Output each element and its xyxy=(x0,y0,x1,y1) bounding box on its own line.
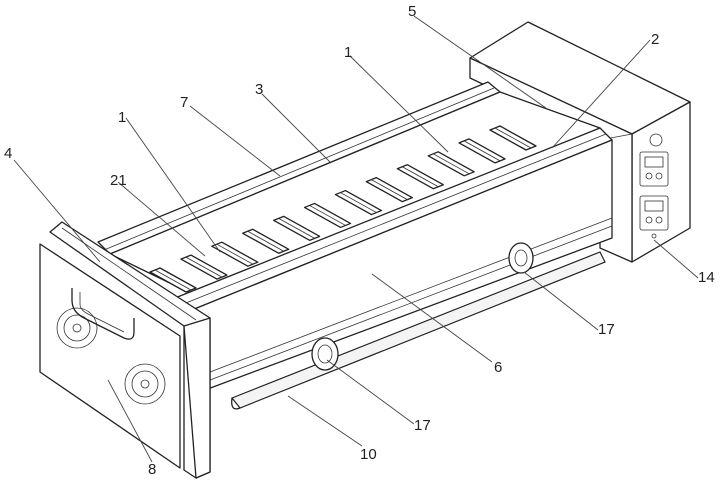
control-box xyxy=(469,21,691,263)
handle-icon xyxy=(71,288,135,340)
fan-panel xyxy=(39,243,181,469)
callout-8: 8 xyxy=(148,461,156,478)
roller xyxy=(180,254,228,280)
roller xyxy=(334,189,383,216)
side-knob-right xyxy=(508,242,534,274)
callout-6: 6 xyxy=(494,359,502,376)
roller xyxy=(211,241,259,267)
roller xyxy=(272,215,321,242)
callout-1-lower: 1 xyxy=(118,109,126,126)
roller xyxy=(489,125,537,151)
callout-17-left: 17 xyxy=(414,417,431,434)
roller xyxy=(242,228,290,254)
callout-7: 7 xyxy=(180,94,188,111)
roller xyxy=(365,176,414,203)
display-panel-lower xyxy=(639,195,669,231)
callout-3: 3 xyxy=(255,81,263,98)
callout-14: 14 xyxy=(698,269,715,286)
roller xyxy=(427,151,475,177)
fan-icon xyxy=(124,363,166,405)
callout-1-upper: 1 xyxy=(344,44,352,61)
callout-2: 2 xyxy=(651,31,659,48)
roller xyxy=(458,138,506,164)
roller xyxy=(149,267,197,293)
callout-4: 4 xyxy=(4,145,12,162)
callout-10: 10 xyxy=(360,446,377,463)
callout-21: 21 xyxy=(110,172,127,189)
end-plate xyxy=(49,221,211,479)
roller-set xyxy=(149,125,537,293)
power-knob-icon xyxy=(649,133,663,147)
side-knob-left xyxy=(311,337,339,371)
callout-labels: 5 2 1 3 7 1 4 21 14 17 6 17 10 8 xyxy=(4,3,715,478)
callout-17-right: 17 xyxy=(598,321,615,338)
roller xyxy=(396,164,444,190)
roller xyxy=(303,202,352,229)
callout-5: 5 xyxy=(408,3,416,20)
display-panel-upper xyxy=(639,151,669,187)
fan-icon xyxy=(56,307,98,349)
leader-lines xyxy=(13,15,699,463)
